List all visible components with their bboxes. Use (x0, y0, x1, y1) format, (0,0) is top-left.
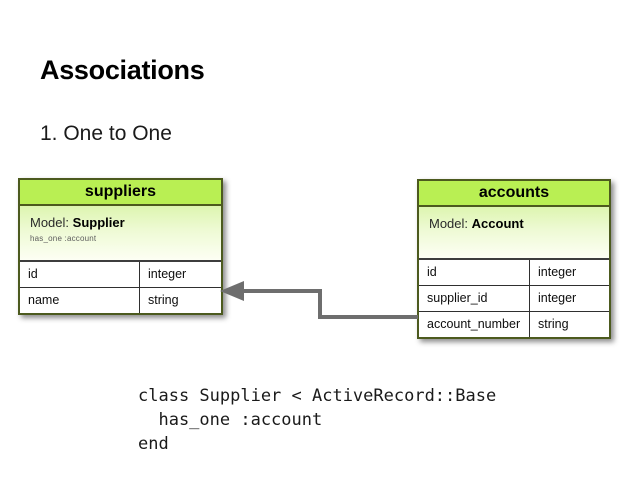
field-name: name (20, 287, 140, 313)
connector-line (242, 289, 418, 319)
code-snippet: class Supplier < ActiveRecord::Base has_… (138, 386, 497, 455)
slide-subtitle: 1. One to One (40, 122, 172, 145)
field-type: integer (148, 267, 187, 281)
field-name: id (419, 260, 530, 285)
model-label-accounts: Model: (429, 216, 469, 231)
model-line-suppliers: Model: Supplier (30, 215, 211, 230)
arrowhead-icon (220, 281, 244, 301)
model-name-accounts: Account (471, 216, 524, 231)
field-type: string (148, 292, 179, 307)
table-row: supplier_id integer (419, 285, 609, 312)
entity-header-accounts: accounts (419, 181, 609, 207)
entity-table-suppliers: suppliers Model: Supplier has_one :accou… (18, 178, 223, 315)
field-type: string (538, 316, 569, 331)
table-row: id integer (419, 260, 609, 286)
entity-table-accounts: accounts Model: Account id integer suppl… (417, 179, 611, 339)
entity-model-block-suppliers: Model: Supplier has_one :account (20, 206, 221, 262)
table-row: name string (20, 287, 221, 313)
table-row: id integer (20, 262, 221, 288)
model-line-accounts: Model: Account (429, 216, 599, 231)
field-name: supplier_id (419, 285, 530, 311)
table-row: account_number string (419, 311, 609, 337)
entity-model-block-accounts: Model: Account (419, 207, 609, 260)
field-name: account_number (419, 311, 530, 337)
field-type: integer (538, 265, 577, 279)
relationship-connector-arrow (220, 281, 418, 319)
field-name: id (20, 262, 140, 287)
field-type: integer (538, 290, 577, 305)
page-title: Associations (40, 55, 205, 85)
model-label-suppliers: Model: (30, 215, 70, 230)
model-name-suppliers: Supplier (72, 215, 125, 230)
entity-header-suppliers: suppliers (20, 180, 221, 206)
model-note-suppliers: has_one :account (30, 234, 97, 243)
